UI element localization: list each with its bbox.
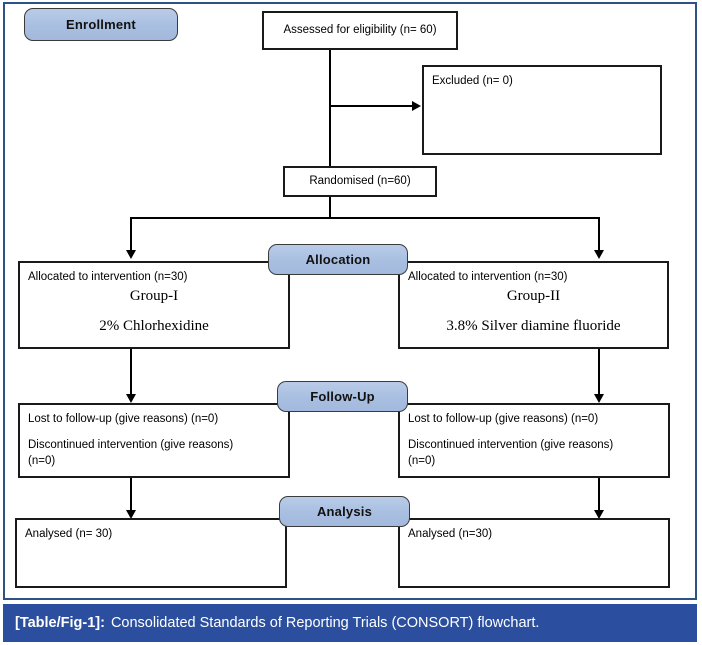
arrow-allocation-right-icon [594,250,604,259]
followup-right-line2: Discontinued intervention (give reasons) [408,438,614,451]
arrow-analysis-left-icon [126,510,136,519]
followup-right-line3: (n=0) [408,455,436,468]
node-allocation-left: Allocated to intervention (n=30) Group-I… [18,261,290,349]
stage-badge-allocation: Allocation [268,244,408,275]
allocation-right-intervention: 3.8% Silver diamine fluoride [446,318,621,335]
node-excluded-text: Excluded (n= 0) [432,75,513,87]
allocation-left-line1: Allocated to intervention (n=30) [28,271,188,283]
node-analysis-left: Analysed (n= 30) [15,518,287,588]
spacer [408,307,659,316]
arrow-followup-left-icon [126,394,136,403]
node-excluded: Excluded (n= 0) [422,65,662,155]
connector-followup-right-to-analysis [598,478,600,510]
figure-caption-tag: [Table/Fig-1]: [15,615,105,631]
allocation-right-group: Group-II [506,287,561,304]
connector-randomised-down [329,197,331,217]
arrow-followup-right-icon [594,394,604,403]
node-allocation-right: Allocated to intervention (n=30) Group-I… [398,261,669,349]
arrow-to-excluded-icon [412,101,421,111]
node-assessed-text: Assessed for eligibility (n= 60) [283,24,437,37]
connector-alloc-left-to-followup [130,349,132,394]
connector-assessed-to-excluded [329,105,413,107]
flowchart-canvas: Enrollment Allocation Follow-Up Analysis… [15,8,670,588]
followup-left-line2: Discontinued intervention (give reasons) [28,438,234,451]
stage-badge-enrollment: Enrollment [24,8,178,41]
node-randomised: Randomised (n=60) [283,166,437,197]
connector-alloc-right-to-followup [598,349,600,394]
figure-caption-text: Consolidated Standards of Reporting Tria… [110,615,540,631]
analysis-left-text: Analysed (n= 30) [25,528,113,540]
node-randomised-text: Randomised (n=60) [309,175,411,188]
figure-caption-bar: [Table/Fig-1]: Consolidated Standards of… [3,604,697,642]
followup-left-line1: Lost to follow-up (give reasons) (n=0) [28,413,219,425]
stage-badge-followup: Follow-Up [277,381,408,412]
connector-followup-left-to-analysis [130,478,132,510]
analysis-right-text: Analysed (n=30) [408,528,493,540]
connector-allocation-left-drop [130,217,132,250]
node-followup-left: Lost to follow-up (give reasons) (n=0) D… [18,403,290,478]
node-analysis-right: Analysed (n=30) [398,518,670,588]
stage-badge-analysis: Analysis [279,496,410,527]
node-assessed-for-eligibility: Assessed for eligibility (n= 60) [262,11,458,50]
spacer [28,428,280,437]
connector-allocation-right-drop [598,217,600,250]
connector-assessed-to-randomised [329,50,331,166]
allocation-left-intervention: 2% Chlorhexidine [99,318,209,335]
allocation-left-group: Group-I [129,287,179,304]
followup-right-line1: Lost to follow-up (give reasons) (n=0) [408,413,599,425]
spacer [408,428,660,437]
arrow-allocation-left-icon [126,250,136,259]
spacer [28,307,280,316]
allocation-right-line1: Allocated to intervention (n=30) [408,271,568,283]
followup-left-line3: (n=0) [28,455,56,468]
arrow-analysis-right-icon [594,510,604,519]
connector-allocation-split [130,217,600,219]
node-followup-right: Lost to follow-up (give reasons) (n=0) D… [398,403,670,478]
